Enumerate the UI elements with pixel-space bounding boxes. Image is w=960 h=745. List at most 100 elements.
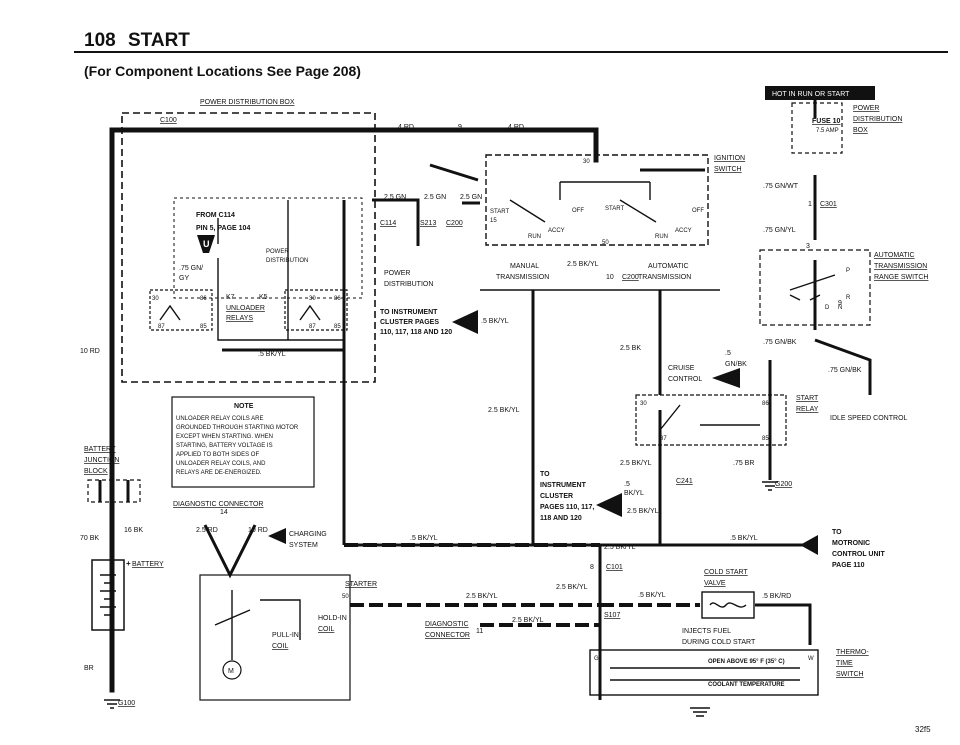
thermo-internals <box>610 667 800 681</box>
label-10rd-b: 10 RD <box>248 527 268 534</box>
label-14: 14 <box>220 509 228 516</box>
motronic-arrow-icon <box>800 535 818 555</box>
pdb-from-page: PIN 5, PAGE 104 <box>196 225 250 232</box>
cruise-arrow-icon <box>712 368 740 388</box>
range-t3: RANGE SWITCH <box>874 274 928 281</box>
thermo-2: TIME <box>836 660 853 667</box>
sr-pin-85: 85 <box>762 436 769 442</box>
sr-pin-87: 87 <box>660 436 667 442</box>
page-subtitle: (For Component Locations See Page 208) <box>84 63 361 79</box>
label-10rd: 10 RD <box>80 348 100 355</box>
wire-25gn <box>372 198 420 246</box>
label-75br: .75 BR <box>733 460 754 467</box>
open-above: OPEN ABOVE 95° F (35° C) <box>708 659 785 665</box>
label-g100: G100 <box>118 700 135 707</box>
starter-title: STARTER <box>345 581 377 588</box>
ign-start-a: START <box>490 209 509 215</box>
range-t2: TRANSMISSION <box>874 263 927 270</box>
ignition-switch: IGNITION SWITCH 30 START 15 OFF RUN ACCY… <box>480 154 745 291</box>
label-25bk: 2.5 BK <box>620 345 641 352</box>
ignition-contacts <box>509 181 657 223</box>
start-relay-contacts <box>659 404 760 431</box>
label-to-cluster-1: TO INSTRUMENT <box>380 309 438 316</box>
battery-cells <box>100 574 116 616</box>
instrument-arrow-icon <box>596 493 622 517</box>
ignition-title: IGNITION <box>714 155 745 162</box>
label-25bkyl-d: 2.5 BK/YL <box>627 508 659 515</box>
label-s213: S213 <box>420 220 436 227</box>
instrument-t4: PAGES 110, 117, <box>540 504 594 511</box>
k7-pin-87: 87 <box>158 324 165 330</box>
battery-junction-wires <box>98 480 130 502</box>
thermo-g: G <box>594 656 599 662</box>
thermo-3: SWITCH <box>836 671 864 678</box>
label-5bkyl-e: .5 BK/YL <box>730 535 758 542</box>
note-frame <box>171 396 315 488</box>
label-c241: C241 <box>676 478 693 485</box>
start-relay-t2: RELAY <box>796 406 819 413</box>
starter-hold: HOLD-IN <box>318 615 347 622</box>
diag-1: DIAGNOSTIC <box>425 621 469 628</box>
battery-junction-block <box>87 479 141 503</box>
label-75gnbk: .75 GN/BK <box>763 339 797 346</box>
pdb-wire-gy: GY <box>179 275 189 282</box>
start-relay-frame <box>635 394 787 446</box>
power-distribution-box: POWER DISTRIBUTION BOX C100 FROM C114 PI… <box>121 99 376 383</box>
starter-motor-icon <box>222 660 242 680</box>
inj-2: DURING COLD START <box>682 639 756 646</box>
battery-plus: + <box>126 559 131 568</box>
fuse-rating: 7.5 AMP <box>816 128 839 134</box>
motronic-t4: PAGE 110 <box>832 562 865 569</box>
label-distribution: DISTRIBUTION <box>384 281 433 288</box>
pdb-wire-gn: .75 GN/ <box>179 265 203 272</box>
instrument-t3: CLUSTER <box>540 493 573 500</box>
label-75gnwt: .75 GN/WT <box>763 183 799 190</box>
pdb-power: POWER <box>266 249 289 255</box>
pdb-outline <box>121 112 376 383</box>
motronic-t2: MOTRONIC <box>832 540 870 547</box>
ign-start-b: START <box>605 206 624 212</box>
label-5bkyl-d: .5 BK/YL <box>410 535 438 542</box>
start-relay: 2.5 BK .5 GN/BK CRUISE CONTROL START REL… <box>620 345 908 446</box>
instrument-t1: TO <box>540 471 550 478</box>
corner-code: 32f5 <box>915 725 931 734</box>
range-d: D <box>825 305 830 311</box>
ign-off-b: OFF <box>692 208 704 214</box>
k5-pin-30: 30 <box>309 296 316 302</box>
relay-k7-box <box>149 289 213 331</box>
main-wiring <box>109 127 872 700</box>
label-10: 10 <box>606 274 614 281</box>
ign-pin-15: 15 <box>490 218 497 224</box>
starter-box <box>199 574 351 701</box>
label-25bkyl-a: 2.5 BK/YL <box>567 261 599 268</box>
k5-pin-87: 87 <box>309 324 316 330</box>
automatic-label: AUTOMATIC <box>648 263 689 270</box>
starter-internal <box>214 590 301 660</box>
relay-k7-label: K7 <box>226 294 235 301</box>
ground-g200-icon <box>762 481 778 491</box>
label-70bk: 70 BK <box>80 535 99 542</box>
thermo-w: W <box>808 656 814 662</box>
instrument-t5: 118 AND 120 <box>540 515 582 522</box>
note-box: NOTE UNLOADER RELAY COILS ARE GROUNDED T… <box>171 396 315 488</box>
relays-title: UNLOADER <box>226 305 265 312</box>
starter-coil: COIL <box>318 626 334 633</box>
fuse-label: FUSE 10 <box>812 118 841 125</box>
manual-label-2: TRANSMISSION <box>496 274 549 281</box>
pdb-fuse-symbol <box>197 235 215 253</box>
cluster-arrow-icon <box>452 310 478 334</box>
pdb-inner-wires <box>217 200 345 341</box>
idle-speed: IDLE SPEED CONTROL <box>830 415 908 422</box>
manual-label: MANUAL <box>510 263 539 270</box>
label-battery-junction-2: JUNCTION <box>84 457 119 464</box>
label-br: BR <box>84 665 94 672</box>
label-5gnbk: .5 <box>725 350 731 357</box>
motronic-t1: TO <box>832 529 842 536</box>
fuse-box: BOX <box>853 127 868 134</box>
label-25bkyl-f: 2.5 BK/YL <box>466 593 498 600</box>
label-3: 3 <box>806 243 810 250</box>
start-relay-t1: START <box>796 395 819 402</box>
battery-icon <box>91 559 125 631</box>
ign-accy-a: ACCY <box>548 228 565 234</box>
pdb-fuse-letter: U <box>203 239 210 249</box>
